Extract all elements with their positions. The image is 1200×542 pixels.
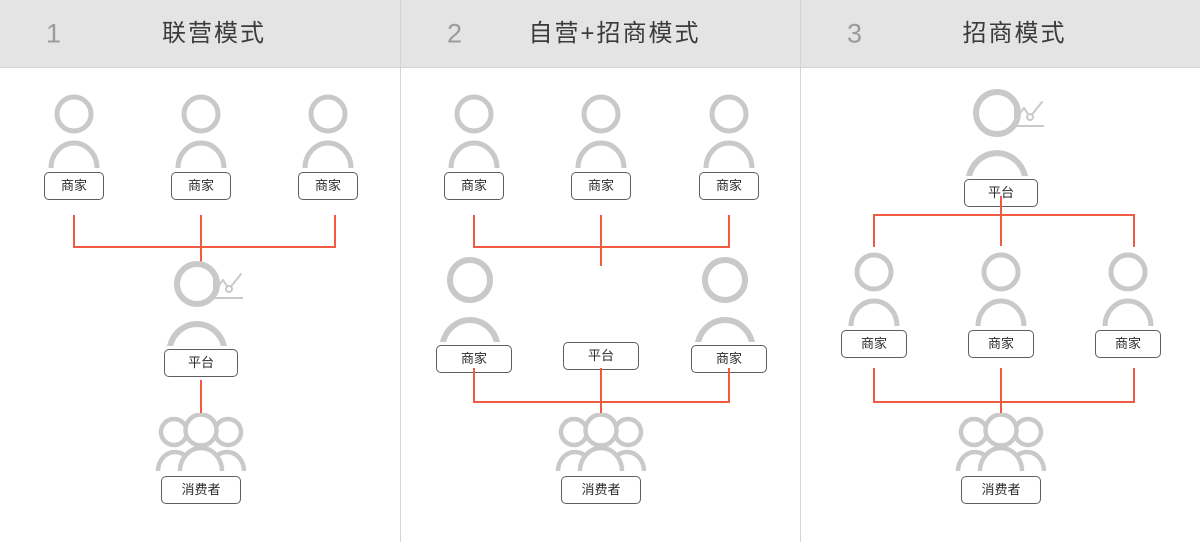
person-icon (975, 252, 1027, 326)
connector-drop-center-2 (600, 368, 602, 418)
connector-stem-down (1000, 196, 1002, 246)
line-chart-badge-icon (1014, 100, 1044, 127)
node-platform[interactable]: 平台 (164, 258, 243, 377)
panel-3-title: 招商模式 (962, 19, 1067, 47)
node-merchant-self-right[interactable]: 商家 (691, 254, 767, 373)
connector-drop-right (334, 215, 336, 248)
panel-2-canvas: 商家 商家 商家 (401, 68, 800, 542)
line-chart-badge-icon (213, 272, 243, 299)
connector-drop-center (600, 215, 602, 248)
connector-bus-bottom (473, 401, 730, 403)
panel-lianying: 1 联营模式 商家 商家 (0, 0, 400, 542)
node-merchant-3[interactable]: 商家 (1095, 248, 1161, 358)
person-icon (575, 94, 627, 168)
connector-drop-right-2 (1133, 368, 1135, 403)
person-icon (703, 94, 755, 168)
node-consumer[interactable]: 消费者 (152, 413, 250, 504)
person-icon (167, 261, 227, 346)
panel-3-number: 3 (847, 18, 863, 48)
person-icon (448, 94, 500, 168)
node-platform[interactable]: 平台 (964, 86, 1044, 207)
person-icon (302, 94, 354, 168)
connector-drop-center (200, 215, 202, 265)
connector-drop-left-2 (473, 368, 475, 403)
node-label: 商家 (841, 330, 907, 358)
node-merchant-2[interactable]: 商家 (968, 248, 1034, 358)
node-label: 商家 (171, 172, 231, 200)
panel-ziying-zhaoshang: 2 自营+招商模式 商家 商家 (400, 0, 800, 542)
node-consumer[interactable]: 消费者 (952, 413, 1050, 504)
node-label: 商家 (691, 345, 767, 373)
node-label: 消费者 (161, 476, 241, 504)
connector-bus-top (873, 214, 1135, 216)
person-icon (695, 257, 755, 342)
panel-1-title: 联营模式 (162, 19, 266, 47)
connector-drop-center-2 (1000, 368, 1002, 418)
person-group-icon (155, 413, 247, 471)
person-icon (48, 94, 100, 168)
person-group-icon (955, 413, 1047, 471)
node-platform[interactable]: 平台 (563, 342, 639, 370)
node-label: 商家 (1095, 330, 1161, 358)
panel-3-canvas: 平台 商家 商家 (801, 68, 1200, 542)
node-label: 消费者 (561, 476, 641, 504)
panel-1-header: 1 联营模式 (0, 0, 400, 68)
panel-2-title: 自营+招商模式 (528, 19, 701, 47)
connector-drop-right (728, 215, 730, 248)
panel-3-header: 3 招商模式 (801, 0, 1200, 68)
node-merchant-1[interactable]: 商家 (444, 90, 504, 200)
node-merchant-self-left[interactable]: 商家 (436, 254, 512, 373)
node-label: 商家 (968, 330, 1034, 358)
node-consumer[interactable]: 消费者 (552, 413, 650, 504)
node-label: 平台 (164, 349, 238, 377)
node-merchant-3[interactable]: 商家 (298, 90, 358, 200)
node-merchant-1[interactable]: 商家 (841, 248, 907, 358)
person-icon (848, 252, 900, 326)
panel-1-canvas: 商家 商家 商家 (0, 68, 400, 542)
panel-1-number: 1 (46, 18, 62, 48)
person-group-icon (555, 413, 647, 471)
node-merchant-2[interactable]: 商家 (171, 90, 231, 200)
panel-2-number: 2 (447, 18, 463, 48)
node-label: 商家 (699, 172, 759, 200)
connector-drop-left (473, 215, 475, 248)
node-label: 商家 (44, 172, 104, 200)
node-label: 消费者 (961, 476, 1041, 504)
node-label: 商家 (571, 172, 631, 200)
node-label: 平台 (563, 342, 639, 370)
panel-2-header: 2 自营+招商模式 (401, 0, 800, 68)
person-icon (1102, 252, 1154, 326)
connector-drop-right (1133, 214, 1135, 247)
person-icon (440, 257, 500, 342)
node-label: 商家 (444, 172, 504, 200)
connector-bus-top (73, 246, 336, 248)
connector-bus-bottom (873, 401, 1135, 403)
person-icon (175, 94, 227, 168)
node-merchant-3[interactable]: 商家 (699, 90, 759, 200)
node-merchant-2[interactable]: 商家 (571, 90, 631, 200)
connector-drop-left (873, 214, 875, 247)
connector-drop-left (73, 215, 75, 248)
connector-stem-to-platform (600, 246, 602, 266)
node-label: 商家 (298, 172, 358, 200)
connector-drop-right-2 (728, 368, 730, 403)
connector-platform-consumer (200, 380, 202, 415)
connector-drop-left-2 (873, 368, 875, 403)
node-merchant-1[interactable]: 商家 (44, 90, 104, 200)
panel-zhaoshang: 3 招商模式 平台 (800, 0, 1200, 542)
person-icon (966, 89, 1028, 176)
